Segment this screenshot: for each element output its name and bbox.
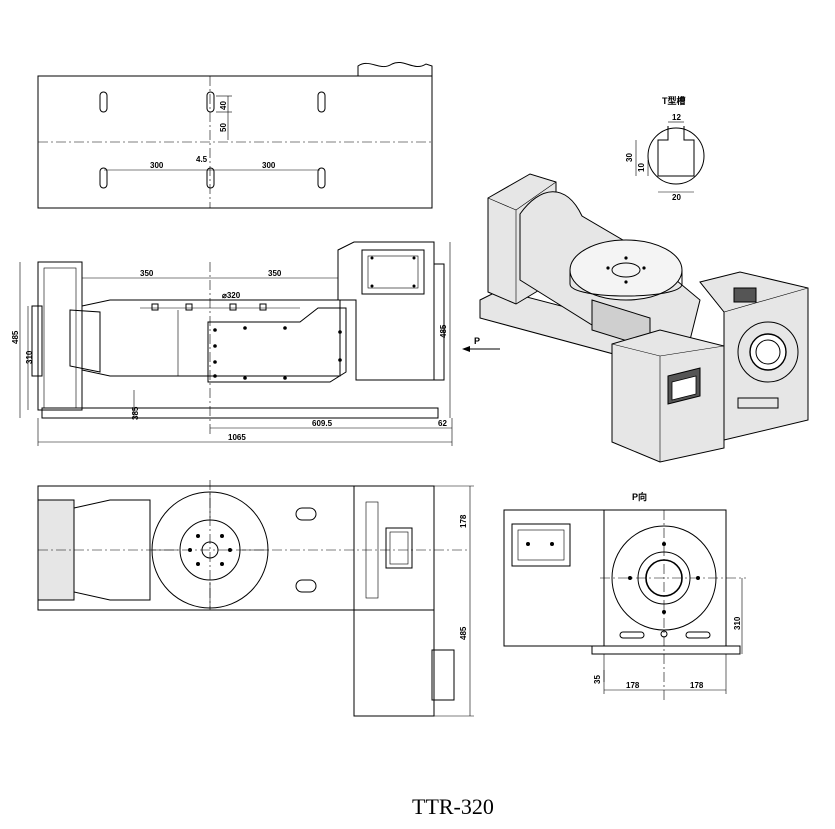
plan-view: 178 485 (37, 480, 474, 717)
dim-350-left: 350 (140, 269, 154, 278)
dim-dia320: ⌀320 (222, 291, 241, 300)
dim-300-left: 300 (150, 161, 164, 170)
pview-dim-178-left: 178 (626, 681, 640, 690)
pview-dim-35: 35 (593, 675, 602, 684)
dim-300-right: 300 (262, 161, 276, 170)
front-view: 350 350 ⌀320 485 310 485 385 609.5 62 10… (11, 241, 453, 446)
dim-40: 40 (219, 101, 228, 110)
p-label: P (474, 336, 480, 346)
p-direction-arrow: P (462, 336, 500, 352)
plan-dim-485: 485 (459, 626, 468, 640)
dim-609-5: 609.5 (312, 419, 333, 428)
top-view: 40 50 300 300 4.5 (37, 62, 433, 209)
t-slot-dim-30: 30 (625, 153, 634, 162)
dim-485-left: 485 (11, 330, 20, 344)
pview-dim-310: 310 (733, 616, 742, 630)
pview-dim-178-right: 178 (690, 681, 704, 690)
t-slot-dim-20: 20 (672, 193, 681, 202)
dim-310: 310 (25, 350, 34, 364)
dim-4-5: 4.5 (196, 155, 208, 164)
t-slot-dim-10: 10 (637, 163, 646, 172)
dim-350-right: 350 (268, 269, 282, 278)
p-view-title: P向 (632, 491, 647, 502)
p-view: P向 310 35 178 178 (503, 491, 746, 700)
t-slot-title: T型槽 (662, 95, 686, 106)
dim-385: 385 (131, 406, 140, 420)
dim-485-right: 485 (439, 324, 448, 338)
dim-1065: 1065 (228, 433, 246, 442)
plan-dim-178: 178 (459, 514, 468, 528)
isometric-view (479, 173, 809, 463)
dim-62: 62 (438, 419, 447, 428)
t-slot-dim-12: 12 (672, 113, 681, 122)
t-slot-detail: T型槽 12 20 30 10 (625, 95, 705, 202)
model-name: TTR-320 (412, 794, 494, 819)
dim-50: 50 (219, 123, 228, 132)
